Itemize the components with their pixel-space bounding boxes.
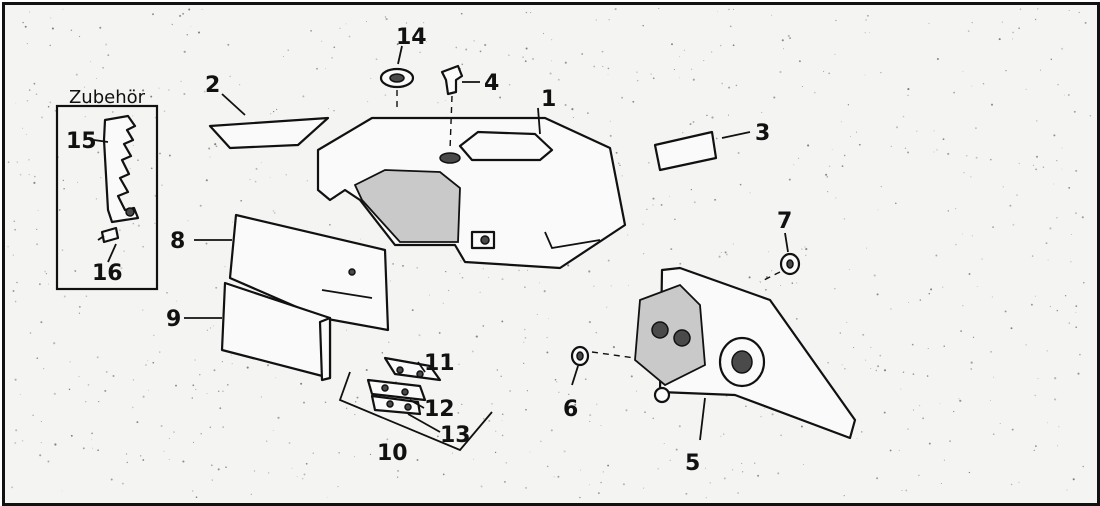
plate-bracket bbox=[634, 283, 706, 387]
nut-6-hole bbox=[576, 351, 584, 361]
nut-6-dash bbox=[591, 351, 636, 359]
bolt-part bbox=[440, 64, 464, 96]
callout-2: 2 bbox=[205, 73, 220, 98]
callout-6: 6 bbox=[563, 397, 578, 422]
washer-hole bbox=[389, 73, 405, 83]
cover-edge-detail bbox=[544, 231, 601, 250]
callout-13: 13 bbox=[440, 423, 471, 448]
guide-bar-part bbox=[228, 213, 390, 332]
callout-15: 15 bbox=[66, 129, 97, 154]
cover-top-boss bbox=[458, 130, 554, 162]
callout-10: 10 bbox=[377, 441, 408, 466]
callout-3: 3 bbox=[755, 121, 770, 146]
bolt-dash bbox=[449, 95, 453, 151]
label-plate-part bbox=[208, 116, 330, 150]
bracket-hole-1 bbox=[651, 321, 669, 339]
clutch-side-plate-part bbox=[634, 266, 857, 440]
label-strip-part bbox=[653, 130, 718, 172]
callout-12: 12 bbox=[424, 397, 455, 422]
callout-14: 14 bbox=[396, 25, 427, 50]
callout-16: 16 bbox=[92, 261, 123, 286]
cover-recess bbox=[353, 169, 461, 243]
callout-1: 1 bbox=[541, 87, 556, 112]
accessory-box-border bbox=[55, 104, 159, 291]
spike-screw-part bbox=[100, 226, 120, 244]
leader-lines bbox=[93, 45, 789, 441]
plate-stud bbox=[653, 386, 671, 404]
bumper-spike-part bbox=[102, 114, 140, 224]
adjuster-dot bbox=[480, 235, 490, 245]
chain-set-part bbox=[338, 356, 493, 452]
spike-hole bbox=[125, 207, 135, 217]
bracket-hole-2 bbox=[673, 329, 691, 347]
callout-5: 5 bbox=[685, 451, 700, 476]
callout-9: 9 bbox=[166, 307, 181, 332]
callout-4: 4 bbox=[484, 71, 499, 96]
nut-7-dash bbox=[759, 271, 781, 283]
callout-labels: 1 2 3 4 5 6 7 8 9 10 11 12 13 14 15 16 bbox=[66, 25, 792, 476]
nut-7-hole bbox=[786, 259, 794, 269]
accessory-label: Zubehör bbox=[69, 87, 146, 108]
bar-cover-edge bbox=[318, 316, 332, 382]
cover-nut-hole bbox=[439, 152, 461, 164]
callout-8: 8 bbox=[170, 229, 185, 254]
callout-7: 7 bbox=[777, 209, 792, 234]
accessory-box: Zubehör bbox=[55, 87, 159, 291]
bar-hole bbox=[348, 268, 356, 276]
sprocket-cover-part bbox=[316, 116, 627, 270]
bar-slot bbox=[321, 289, 373, 299]
callout-11: 11 bbox=[424, 351, 455, 376]
screw-shank bbox=[97, 235, 105, 241]
plate-boss-hole bbox=[731, 350, 753, 374]
